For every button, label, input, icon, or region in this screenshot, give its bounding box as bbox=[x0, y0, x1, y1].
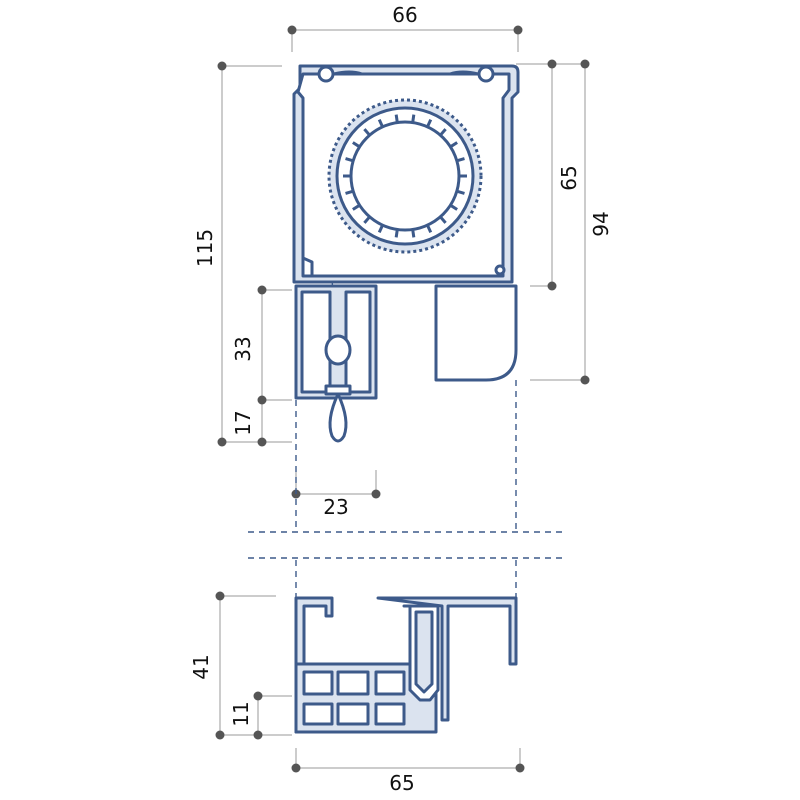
drum-tooth bbox=[345, 157, 354, 163]
sill-profile bbox=[294, 596, 518, 734]
drum-tooth bbox=[352, 203, 361, 211]
dim-sill-width: 65 bbox=[389, 771, 414, 795]
drum-tooth bbox=[456, 157, 465, 163]
dim-bottom-offset: 17 bbox=[231, 410, 255, 435]
dim-box-inner-height: 65 bbox=[557, 165, 581, 190]
dim-sill-height: 41 bbox=[189, 654, 213, 679]
drum-tooth bbox=[439, 215, 447, 224]
dimension-dots bbox=[215, 25, 590, 773]
drum-tooth bbox=[345, 189, 354, 195]
drum-tooth bbox=[394, 114, 399, 123]
dim-top-width: 66 bbox=[392, 3, 417, 27]
drum-tooth bbox=[449, 141, 458, 149]
drum-tooth bbox=[352, 141, 361, 149]
drum-tooth bbox=[377, 224, 384, 234]
dim-guide-height: 33 bbox=[231, 336, 255, 361]
drum-tooth bbox=[449, 203, 458, 211]
drum-teeth bbox=[343, 114, 467, 238]
drum-tooth bbox=[456, 189, 465, 195]
drum-tooth bbox=[363, 215, 371, 224]
dimension-lines bbox=[219, 29, 586, 769]
drum-tooth bbox=[426, 118, 433, 128]
drum-tooth bbox=[394, 229, 399, 238]
drum-tooth bbox=[439, 128, 447, 137]
dim-sill-step: 11 bbox=[229, 701, 253, 726]
drum-tooth bbox=[363, 128, 371, 137]
drum-tooth bbox=[426, 224, 433, 234]
drum-tooth bbox=[377, 118, 384, 128]
roller-drum bbox=[327, 98, 483, 254]
guide-rail-profile bbox=[294, 284, 518, 443]
drum-tooth bbox=[411, 229, 416, 238]
dim-box-outer-height: 94 bbox=[589, 211, 613, 236]
drum-tooth bbox=[411, 114, 416, 123]
dim-guide-width: 23 bbox=[323, 495, 348, 519]
dim-box-height-total: 115 bbox=[193, 229, 217, 267]
